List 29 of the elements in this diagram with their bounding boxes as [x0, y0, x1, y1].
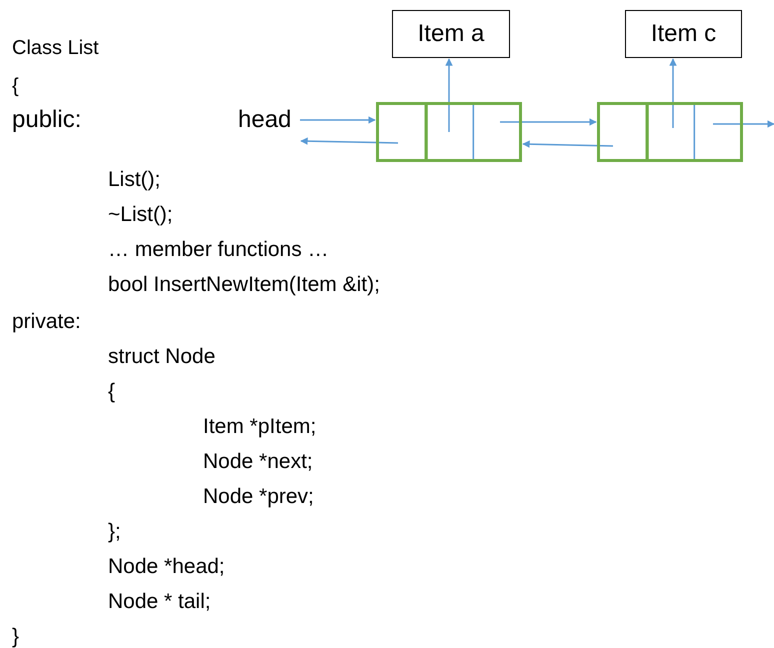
- arrow: [300, 137, 398, 145]
- code-line: Node *head;: [108, 555, 225, 579]
- item-box: Item c: [625, 10, 742, 58]
- code-line: Node * tail;: [108, 590, 211, 614]
- arrow: [522, 140, 614, 148]
- code-line: public:: [12, 108, 82, 132]
- code-line: Item *pItem;: [203, 415, 316, 439]
- code-line: {: [108, 380, 116, 404]
- code-line: struct Node: [108, 345, 216, 369]
- code-line: List();: [108, 168, 160, 192]
- code-line: Class List: [12, 36, 99, 60]
- code-line: }: [12, 625, 20, 648]
- arrow: [713, 120, 774, 128]
- code-line: bool InsertNewItem(Item &it);: [108, 273, 380, 297]
- arrow: [669, 58, 677, 128]
- arrow: [300, 116, 376, 124]
- code-line: {: [12, 74, 19, 98]
- arrow: [500, 118, 597, 126]
- code-line: ~List();: [108, 203, 173, 227]
- code-line: };: [108, 520, 121, 544]
- code-line: … member functions …: [108, 238, 329, 262]
- code-line: Node *prev;: [203, 485, 314, 509]
- code-line: Node *next;: [203, 450, 313, 474]
- code-line: private:: [12, 310, 81, 334]
- item-box: Item a: [392, 10, 510, 58]
- pointer-label: head: [238, 104, 300, 144]
- arrow: [445, 58, 453, 132]
- list-node-box: [376, 102, 522, 162]
- list-node-box: [597, 102, 743, 162]
